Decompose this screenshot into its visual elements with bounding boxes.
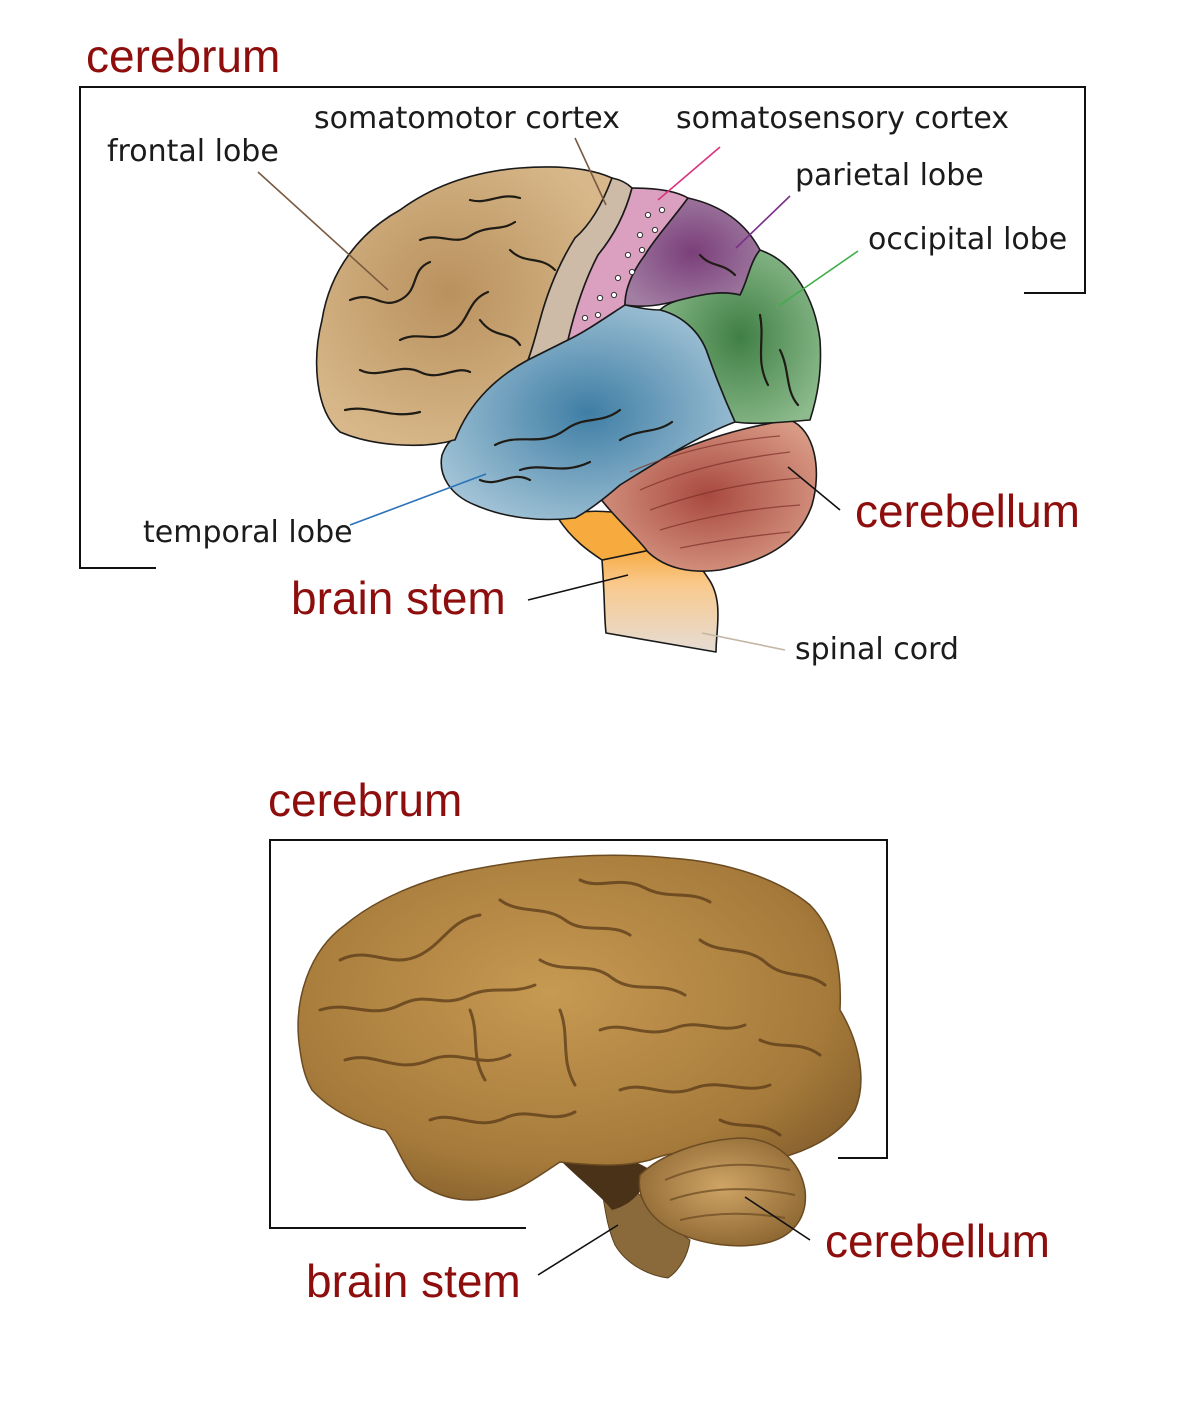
temporal-lobe-region	[440, 304, 736, 521]
parietal-leader	[735, 195, 791, 249]
frontal-lobe-leader	[257, 171, 389, 291]
bottom-brain-stem-label: brain stem	[306, 1255, 521, 1307]
photo-gyri	[318, 878, 827, 1137]
occipital-leader	[779, 250, 859, 306]
photo-leader-lines	[537, 1196, 811, 1276]
photo-brain-stem-leader	[537, 1224, 619, 1276]
diagram-leader-lines	[257, 137, 859, 651]
occipital-lobe-label: occipital lobe	[868, 222, 1068, 257]
top-brain-stem-label: brain stem	[291, 572, 506, 624]
temporal-lobe-label: temporal lobe	[143, 515, 353, 550]
photo-cerebellum-leader	[744, 1196, 811, 1241]
somatosensory-cortex-label: somatosensory cortex	[676, 101, 1010, 136]
cerebellum-striations	[629, 435, 801, 549]
somatosensory-dots	[581, 206, 666, 322]
temporal-leader	[349, 473, 487, 526]
somatosensory-leader	[657, 146, 721, 201]
parietal-lobe-label: parietal lobe	[795, 158, 984, 193]
brain-stem-leader	[527, 574, 629, 601]
top-cerebrum-bracket	[79, 86, 1086, 569]
somatomotor-leader	[574, 137, 607, 206]
spinal-cord-leader	[701, 632, 786, 651]
diagram-sulci	[343, 195, 800, 484]
bottom-cerebrum-label: cerebrum	[268, 774, 463, 826]
top-cerebellum-label: cerebellum	[855, 485, 1080, 537]
top-cerebrum-label: cerebrum	[86, 30, 281, 82]
cerebellum-region	[599, 419, 818, 572]
bottom-cerebrum-bracket	[269, 839, 888, 1229]
brain-diagram	[315, 166, 822, 653]
spinal-cord-label: spinal cord	[795, 632, 959, 667]
cerebellum-leader	[787, 466, 841, 511]
frontal-lobe-label: frontal lobe	[107, 134, 279, 169]
somatomotor-cortex-label: somatomotor cortex	[314, 101, 620, 136]
brain-photo	[297, 854, 862, 1279]
bottom-cerebellum-label: cerebellum	[825, 1215, 1050, 1267]
